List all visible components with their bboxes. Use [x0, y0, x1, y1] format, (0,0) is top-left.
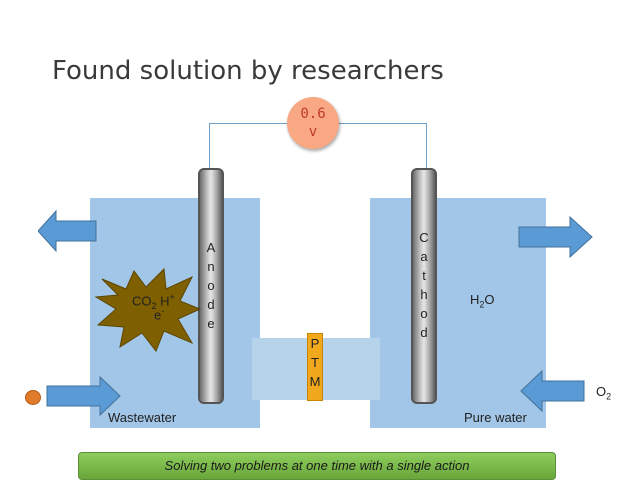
pollutant-burst-icon: [94, 267, 202, 352]
page-title: Found solution by researchers: [52, 56, 444, 86]
anode-electrode: [198, 168, 224, 404]
inflow-left-arrow-icon: [46, 376, 121, 416]
wastewater-label: Wastewater: [108, 410, 177, 425]
outflow-right-arrow-icon: [518, 216, 593, 258]
water-label: H2O: [470, 292, 495, 310]
oxygen-label: O2: [596, 384, 612, 402]
voltage-source: 0.6 v: [287, 97, 339, 149]
waste-particle-dot: [25, 390, 41, 405]
oxygen-inflow-arrow-icon: [520, 370, 585, 412]
voltage-unit: v: [308, 124, 318, 140]
summary-banner: Solving two problems at one time with a …: [78, 452, 556, 480]
species-electron: e-: [154, 306, 165, 323]
cathode-chamber: [370, 198, 546, 428]
cathode-electrode: [411, 168, 437, 404]
outflow-left-arrow-icon: [38, 210, 97, 252]
pure-water-label: Pure water: [464, 410, 527, 425]
voltage-value: 0.6: [300, 106, 326, 122]
species-co2-h: CO2 H+: [132, 292, 175, 311]
